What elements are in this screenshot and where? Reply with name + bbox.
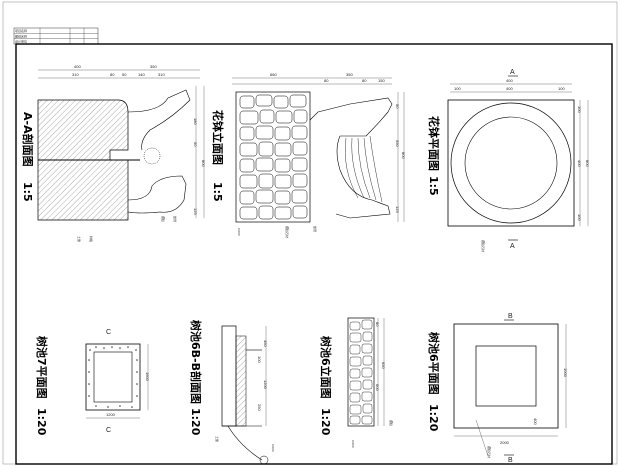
pool7-plan-scale: 1:20 — [35, 408, 48, 436]
pot-plan-title: 花钵平面图 — [427, 116, 441, 171]
pot-plan-dim-right-0: 100 — [577, 106, 582, 113]
pool6b-note-0: 土建 — [215, 436, 220, 442]
aa-dim-right-0: 800 — [201, 160, 206, 167]
pool6b-section-view: 树池6B-B剖面图 1:20 450 1200 100 250 土建 0.000 — [189, 320, 275, 465]
pool6-plan-title: 树池6平面图 — [427, 332, 441, 395]
pool6-plan-view: 树池6平面图 1:20 B B 2000 1000 400 镶贴石材 — [427, 313, 568, 464]
aa-dim-right-2: 125 — [193, 208, 198, 215]
pool6-section-mark-bottom: B — [508, 457, 513, 464]
pool6-elevation-view: 树池6立面图 1:20 650 600 80 镶贴 0.000 — [319, 317, 394, 448]
aa-dim-top-4: 140 — [138, 72, 145, 77]
pot-plan-dim-top-1: 100 — [454, 86, 461, 91]
pot-el-note-0: 镶贴石材 — [285, 226, 290, 238]
pot-el-dim-right-3: 125 — [395, 206, 400, 213]
pool6-dim-0: 2000 — [500, 440, 510, 445]
pot-elevation-view: 花钵立面图 1:5 660 80 350 80 150 — [211, 72, 406, 238]
pot-el-dim-right-2: 50 — [395, 104, 400, 109]
pool6-el-note-0: 镶贴 — [389, 420, 394, 426]
pot-elevation-title: 花钵立面图 — [211, 110, 225, 165]
pool6-el-dim-1: 600 — [375, 384, 380, 391]
title-block-row-2: 图纸名称 — [15, 33, 27, 38]
aa-dim-top-5: 350 — [150, 64, 157, 69]
pot-el-dim-1: 80 — [324, 78, 329, 83]
pool6-el-dim-2: 80 — [375, 322, 380, 327]
pot-elevation-scale: 1:5 — [211, 182, 224, 202]
pool7-dim-0: 1200 — [106, 412, 116, 417]
pot-el-dim-4: 150 — [378, 78, 385, 83]
aa-dim-top-2: 80 — [110, 72, 115, 77]
pool6-note-0: 镶贴石材 — [487, 446, 492, 458]
aa-section-view: A-A剖面图 1:5 400 310 80 50 140 350 310 800… — [21, 64, 206, 242]
pool6-elevation-title: 树池6立面图 — [319, 336, 333, 399]
pot-plan-dim-top-3: 100 — [558, 86, 565, 91]
aa-note-2: 镶贴 — [161, 216, 166, 222]
pool6b-dim-1: 1200 — [263, 380, 268, 390]
pot-plan-scale: 1:5 — [427, 176, 440, 196]
pot-el-dim-2: 350 — [346, 72, 353, 77]
pot-plan-view: 花钵平面图 1:5 A A 400 100 400 100 100 800 40… — [427, 69, 590, 252]
pool6b-dim-2: 100 — [257, 356, 262, 363]
aa-note-0: 土建 — [77, 236, 82, 242]
pot-plan-note-0: 镶贴石材 — [481, 240, 486, 252]
pot-plan-section-mark-top: A — [510, 69, 515, 76]
aa-dim-top-6: 310 — [158, 72, 165, 77]
aa-section-scale: 1:5 — [21, 182, 34, 202]
drawing-frame — [15, 43, 613, 465]
pool7-dim-1: 1600 — [145, 372, 150, 382]
pool7-section-mark-top: C — [106, 329, 111, 336]
pool6-plan-scale: 1:20 — [427, 404, 440, 432]
pool6b-section-scale: 1:20 — [189, 408, 202, 436]
pot-el-dim-right-0: 800 — [401, 152, 406, 159]
aa-dim-right-1: 180 — [193, 118, 198, 125]
pot-el-note-2: 0.000 — [237, 228, 241, 236]
aa-note-1: 种植 — [89, 236, 94, 242]
aa-dim-top-1: 310 — [72, 72, 79, 77]
pool6b-dim-0: 450 — [263, 340, 268, 347]
pot-el-dim-0: 660 — [270, 72, 277, 77]
pool6b-section-title: 树池6B-B剖面图 — [189, 320, 203, 404]
pot-plan-dim-top-0: 400 — [506, 78, 513, 83]
aa-note-3: 嵌缝 — [173, 216, 178, 222]
title-block-row-1: 项目名称 — [15, 28, 27, 33]
title-block-row-3: 设计单位 — [15, 39, 27, 44]
pool6b-note-1: 0.000 — [271, 444, 275, 452]
pool6b-dim-3: 250 — [257, 404, 262, 411]
pot-plan-dim-right-3: 100 — [577, 214, 582, 221]
pool6-dim-2: 400 — [533, 418, 538, 425]
pool7-plan-view: 树池7平面图 1:20 C C 1200 1600 — [35, 329, 150, 436]
pot-plan-section-mark-bottom: A — [510, 243, 515, 250]
pot-plan-dim-right-1: 800 — [585, 160, 590, 167]
pool6-elevation-scale: 1:20 — [319, 408, 332, 436]
pot-el-dim-right-1: 550 — [395, 140, 400, 147]
pool7-section-mark-bottom: C — [106, 427, 111, 434]
aa-dim-top-3: 50 — [122, 72, 127, 77]
aa-dim-top-0: 400 — [74, 64, 81, 69]
pot-plan-dim-right-2: 400 — [577, 160, 582, 167]
pool6-dim-1: 1000 — [563, 368, 568, 378]
pot-el-note-1: 嵌缝 — [313, 226, 318, 232]
pool6-el-dim-0: 650 — [381, 362, 386, 369]
pool7-plan-title: 树池7平面图 — [35, 336, 49, 399]
pool6-section-mark-top: B — [508, 313, 513, 320]
pool6-el-note-1: 0.000 — [351, 440, 355, 448]
aa-dim-right-3: 50 — [193, 142, 198, 147]
pot-plan-dim-top-2: 400 — [506, 86, 513, 91]
aa-section-title: A-A剖面图 — [21, 112, 35, 167]
pot-el-dim-3: 80 — [362, 78, 367, 83]
title-block: 项目名称 图纸名称 设计单位 — [13, 27, 99, 45]
